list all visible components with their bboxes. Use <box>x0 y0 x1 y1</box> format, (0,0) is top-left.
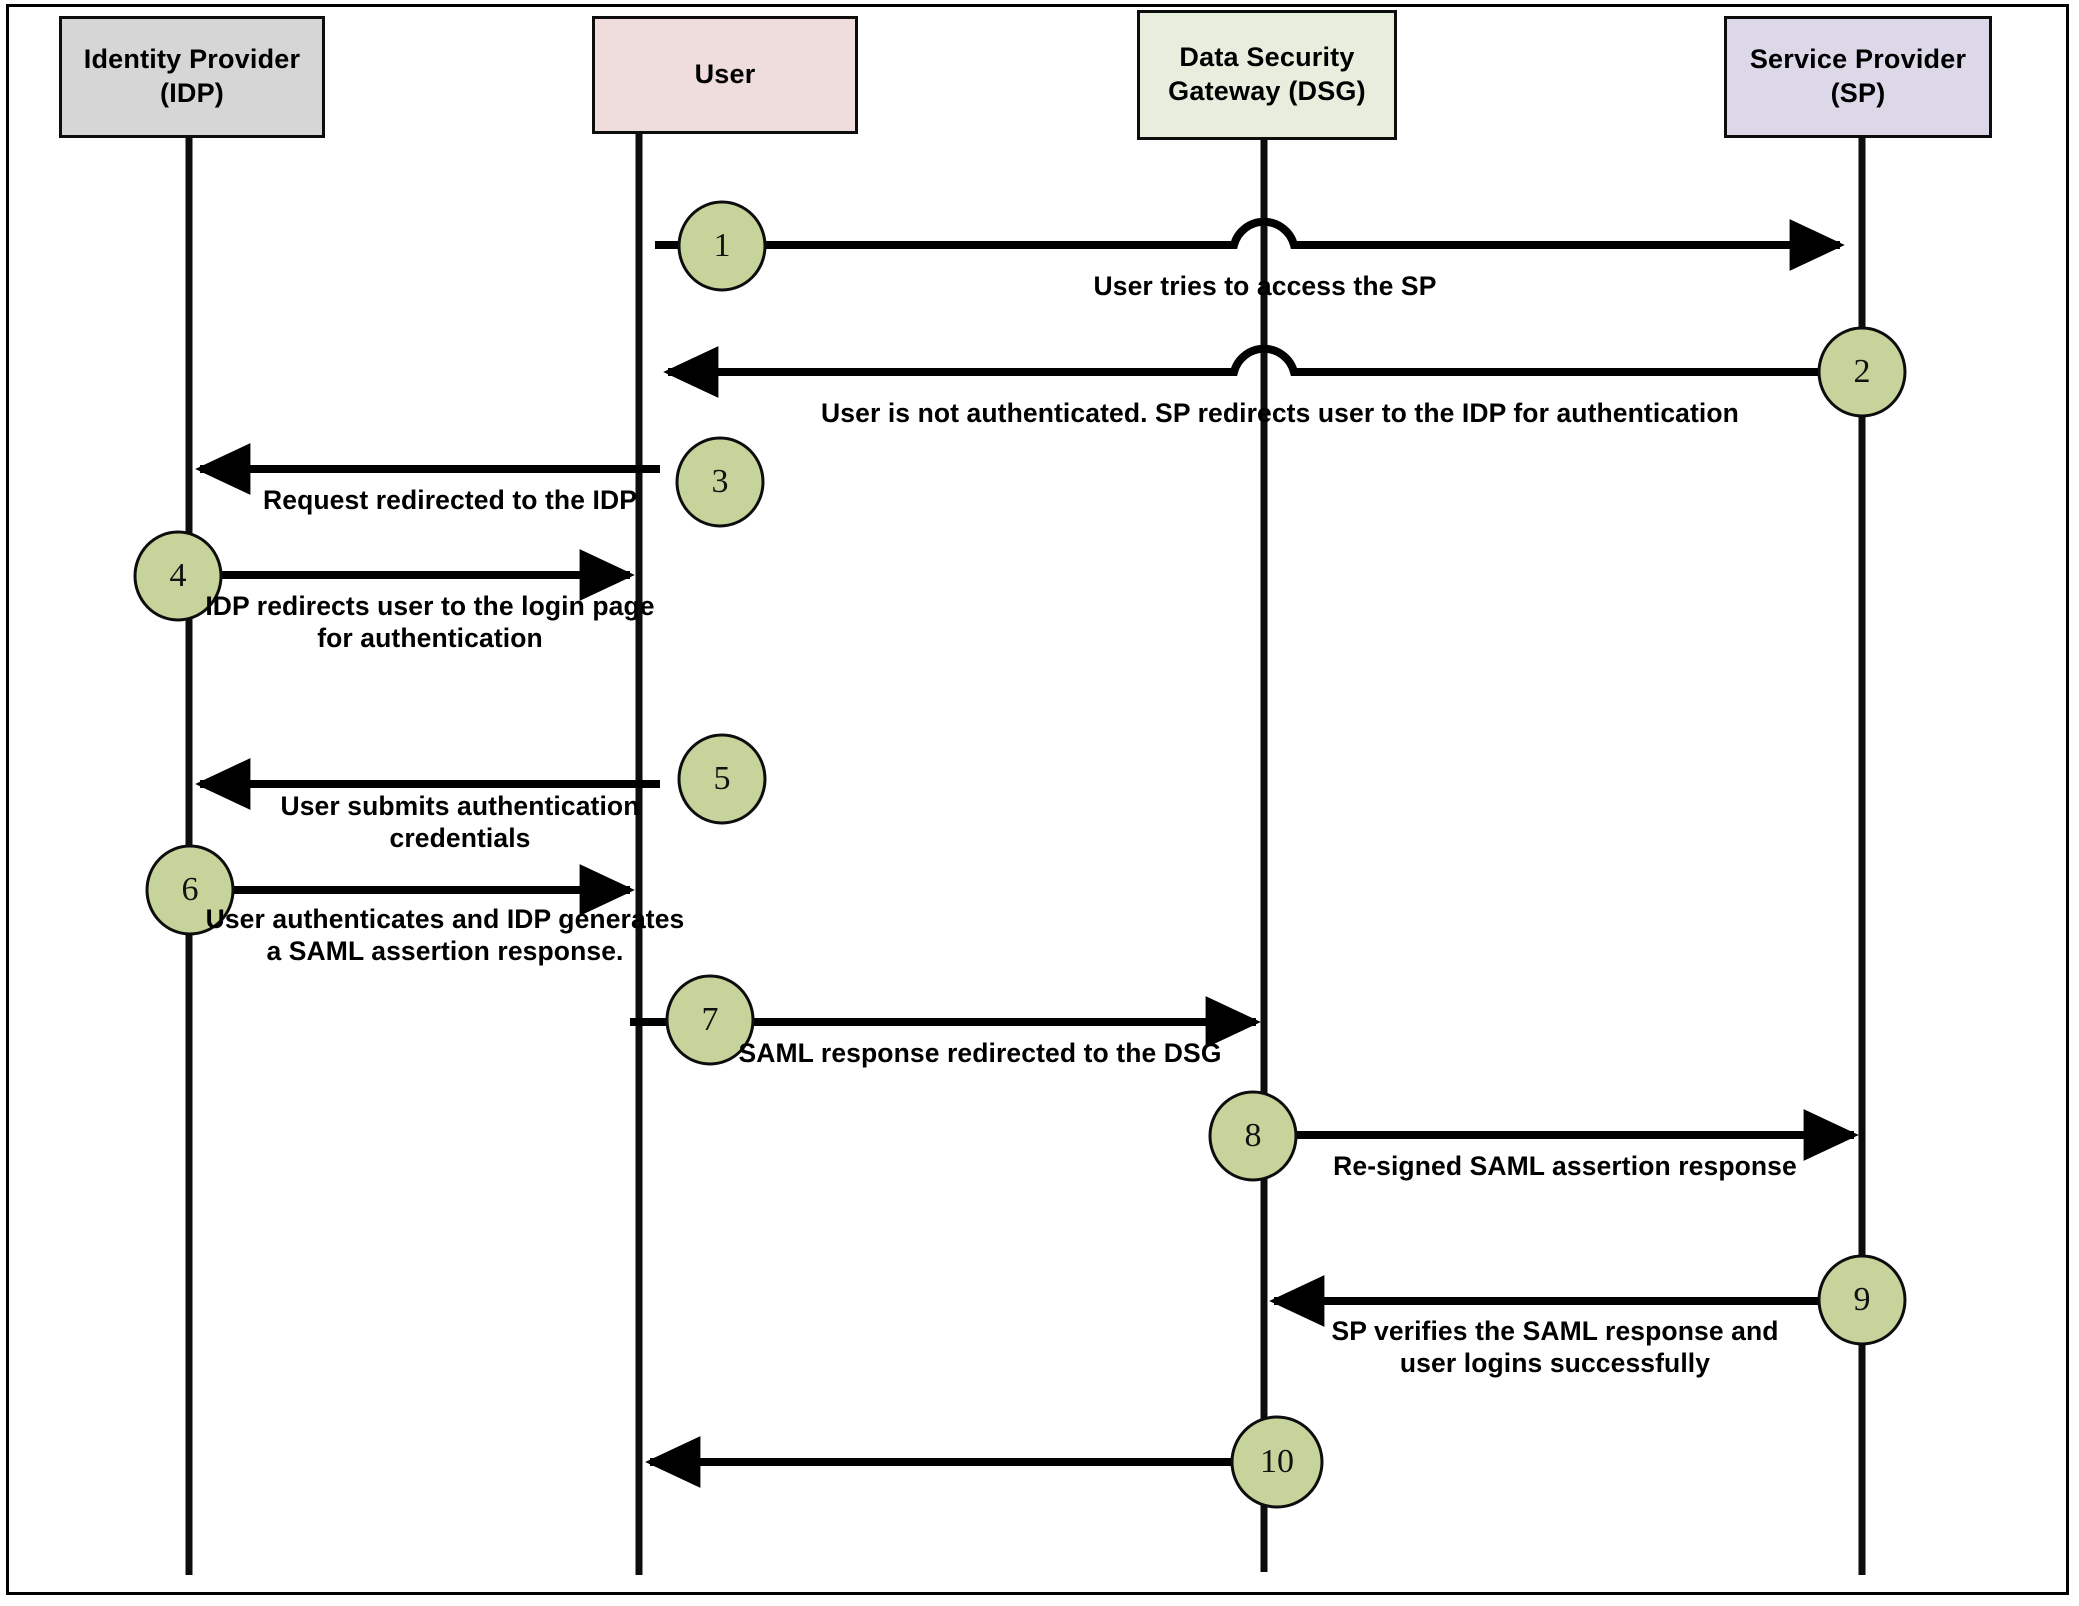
actor-label-idp: Identity Provider (IDP) <box>83 44 301 108</box>
message-label-8: Re-signed SAML assertion response <box>1333 1151 1797 1181</box>
actor-box-dsg[interactable]: Data Security Gateway (DSG) <box>1137 10 1397 140</box>
message-arrow-1 <box>655 217 1845 271</box>
diagram-frame-border <box>6 4 2069 1595</box>
message-label-5: User submits authentication credentials <box>280 791 640 854</box>
message-label-6: User authenticates and IDP generates a S… <box>205 904 685 967</box>
step-circle-8 <box>1208 1090 1298 1182</box>
actor-label-user: User <box>694 59 756 90</box>
step-number-9: 9 <box>1853 1281 1871 1318</box>
step-number-1: 1 <box>713 227 731 264</box>
message-label-9: SP verifies the SAML response and user l… <box>1331 1316 1779 1379</box>
actor-label-dsg: Data Security Gateway (DSG) <box>1168 42 1366 106</box>
step-number-3: 3 <box>711 463 729 500</box>
message-label-7: SAML response redirected to the DSG <box>738 1038 1222 1068</box>
message-label-3: Request redirected to the IDP <box>263 485 637 515</box>
actor-label-sp: Service Provider (SP) <box>1749 44 1967 108</box>
step-circle-10 <box>1230 1415 1324 1509</box>
step-circle-6 <box>145 844 235 936</box>
step-number-5: 5 <box>713 760 731 797</box>
step-circle-3 <box>675 436 765 528</box>
step-number-4: 4 <box>169 557 187 594</box>
step-circle-2 <box>1817 326 1907 418</box>
step-number-2: 2 <box>1853 353 1871 390</box>
step-circle-7 <box>665 974 755 1066</box>
actor-box-user[interactable]: User <box>592 16 858 134</box>
step-number-7: 7 <box>701 1001 719 1038</box>
step-circles <box>133 200 1907 1509</box>
step-circle-9 <box>1817 1254 1907 1346</box>
message-label-1: User tries to access the SP <box>1093 271 1437 301</box>
step-number-10: 10 <box>1260 1443 1294 1480</box>
step-circle-4 <box>133 530 223 622</box>
message-arrow-2 <box>663 344 1846 398</box>
step-number-8: 8 <box>1244 1117 1262 1154</box>
step-circle-5 <box>677 733 767 825</box>
actor-box-idp[interactable]: Identity Provider (IDP) <box>59 16 325 138</box>
actor-box-sp[interactable]: Service Provider (SP) <box>1724 16 1992 138</box>
message-label-4: IDP redirects user to the login page for… <box>205 591 655 654</box>
message-label-2: User is not authenticated. SP redirects … <box>821 398 1739 428</box>
step-circle-1 <box>677 200 767 292</box>
step-number-6: 6 <box>181 871 199 908</box>
